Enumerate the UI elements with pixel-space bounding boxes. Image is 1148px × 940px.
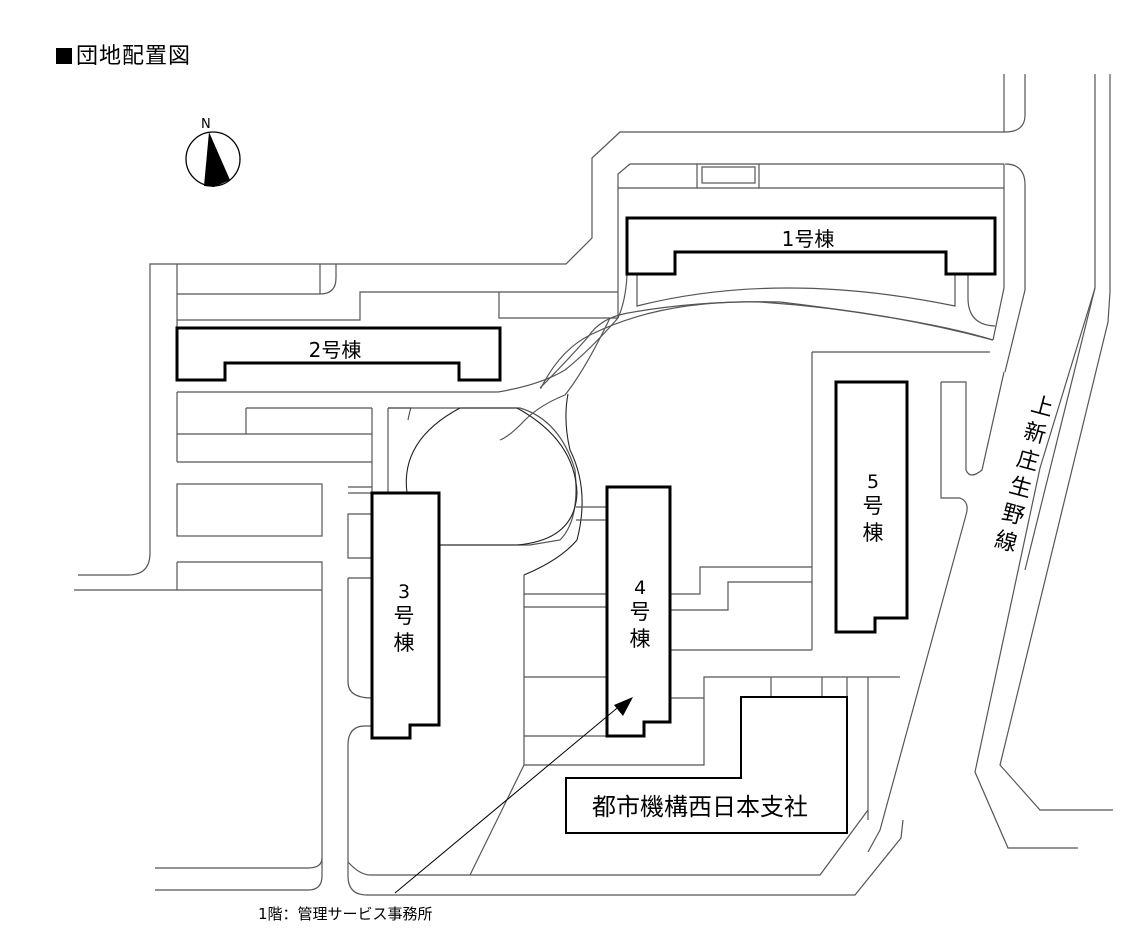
- road-name-char: 線: [992, 527, 1020, 557]
- square-bullet-icon: [56, 48, 72, 64]
- building-5-label-char: 棟: [863, 521, 884, 545]
- building-1[interactable]: 1号棟: [625, 216, 997, 276]
- road-name-char: 新: [1021, 419, 1049, 449]
- map-title-text: 団地配置図: [76, 44, 192, 69]
- compass-north-label: N: [201, 117, 211, 132]
- building-5[interactable]: 5 号 棟: [834, 380, 909, 634]
- management-office-annotation: 1階：管理サービス事務所: [258, 905, 433, 923]
- road-name-char: 庄: [1014, 446, 1042, 476]
- arrowhead-icon: [614, 697, 633, 716]
- building-4-label-char: 棟: [630, 627, 651, 651]
- ur-west-japan-office[interactable]: 都市機構西日本支社: [565, 696, 848, 834]
- site-lines: [74, 74, 1113, 896]
- building-4-label-number: 4: [634, 577, 646, 599]
- building-1-label: 1号棟: [782, 227, 835, 251]
- building-4-label-char: 号: [630, 600, 651, 624]
- road-name-char: 上: [1028, 392, 1056, 422]
- building-2[interactable]: 2号棟: [175, 326, 502, 382]
- road-name-char: 生: [1006, 473, 1034, 503]
- building-3-label-char: 棟: [394, 631, 415, 655]
- building-2-label: 2号棟: [309, 338, 362, 362]
- building-5-label-number: 5: [867, 471, 879, 493]
- office-label: 都市機構西日本支社: [592, 793, 808, 821]
- office-leader-arrow: [394, 697, 633, 894]
- building-3[interactable]: 3 号 棟: [370, 491, 441, 740]
- building-4[interactable]: 4 号 棟: [605, 485, 672, 738]
- building-3-label-char: 号: [394, 604, 415, 628]
- building-5-label-char: 号: [863, 494, 884, 518]
- building-3-label-number: 3: [398, 581, 410, 603]
- road-name-label: 上 新 庄 生 野 線: [992, 392, 1056, 557]
- north-compass-icon: N: [185, 117, 241, 187]
- map-title: 団地配置図: [56, 44, 191, 70]
- road-name-char: 野: [999, 500, 1027, 530]
